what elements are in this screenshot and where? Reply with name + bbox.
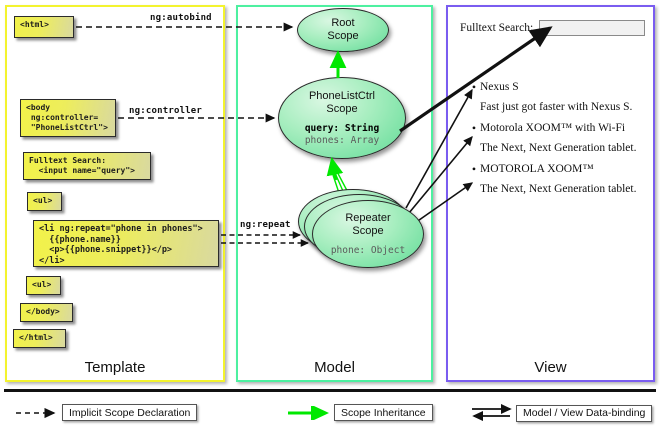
legend-data-binding: Model / View Data-binding <box>470 404 653 422</box>
phone-snippet: The Next, Next Generation tablet. <box>480 142 637 154</box>
template-panel-label: Template <box>84 359 146 376</box>
scope-prop-phones: phones: Array <box>304 134 380 146</box>
list-item: • Motorola XOOM™ with Wi-Fi The Next, Ne… <box>468 120 653 157</box>
view-panel-label: View <box>534 359 567 376</box>
edge-label-ng-controller: ng:controller <box>129 106 203 116</box>
legend-implicit-scope-label: Implicit Scope Declaration <box>62 404 198 421</box>
legend-divider <box>4 389 656 392</box>
dashed-arrow-icon <box>16 407 56 418</box>
legend-scope-inherit-label: Scope Inheritance <box>334 404 433 421</box>
code-box-html-open: <html> <box>14 16 74 38</box>
code-box-li-repeat: <li ng:repeat="phone in phones"> {{phone… <box>33 220 219 267</box>
legend: Implicit Scope Declaration Scope Inherit… <box>0 398 660 432</box>
fulltext-search-input[interactable] <box>539 20 646 36</box>
phone-snippet: Fast just got faster with Nexus S. <box>480 101 633 113</box>
fulltext-search-label: Fulltext Search: <box>460 22 534 34</box>
legend-scope-inherit: Scope Inheritance <box>286 404 433 421</box>
phone-name: Nexus S <box>480 81 519 93</box>
phone-snippet: The Next, Next Generation tablet. <box>480 183 637 195</box>
legend-data-binding-label: Model / View Data-binding <box>516 404 653 422</box>
green-solid-arrow-icon <box>288 405 329 420</box>
code-box-ul-open: <ul> <box>27 192 62 211</box>
phone-name: MOTOROLA XOOM™ <box>480 163 594 175</box>
code-box-html-close: </html> <box>13 329 66 348</box>
model-panel-label: Model <box>314 359 355 376</box>
edge-label-ng-repeat: ng:repeat <box>240 220 291 230</box>
bullet-icon: • <box>471 162 477 176</box>
code-box-body-open: <body ng:controller= "PhoneListCtrl"> <box>20 99 116 137</box>
list-item: • MOTOROLA XOOM™ The Next, Next Generati… <box>468 161 653 198</box>
edge-label-ng-autobind: ng:autobind <box>150 13 212 23</box>
list-item: • Nexus S Fast just got faster with Nexu… <box>468 79 653 116</box>
code-box-body-close: </body> <box>20 303 73 322</box>
legend-implicit-scope: Implicit Scope Declaration <box>14 404 198 421</box>
bullet-icon: • <box>471 80 477 94</box>
scope-prop-phone: phone: Object <box>330 244 406 256</box>
scope-prop-query: query: String <box>304 122 380 134</box>
view-search-row: Fulltext Search: <box>460 20 646 36</box>
code-box-fulltext-search: Fulltext Search: <input name="query"> <box>23 152 151 180</box>
bullet-icon: • <box>471 121 477 135</box>
view-panel: Fulltext Search: • Nexus S Fast just got… <box>446 5 655 382</box>
phone-list: • Nexus S Fast just got faster with Nexu… <box>468 79 653 202</box>
double-arrow-icon <box>472 404 512 422</box>
code-box-ul-close: <ul> <box>26 276 61 295</box>
phone-name: Motorola XOOM™ with Wi-Fi <box>480 122 626 134</box>
